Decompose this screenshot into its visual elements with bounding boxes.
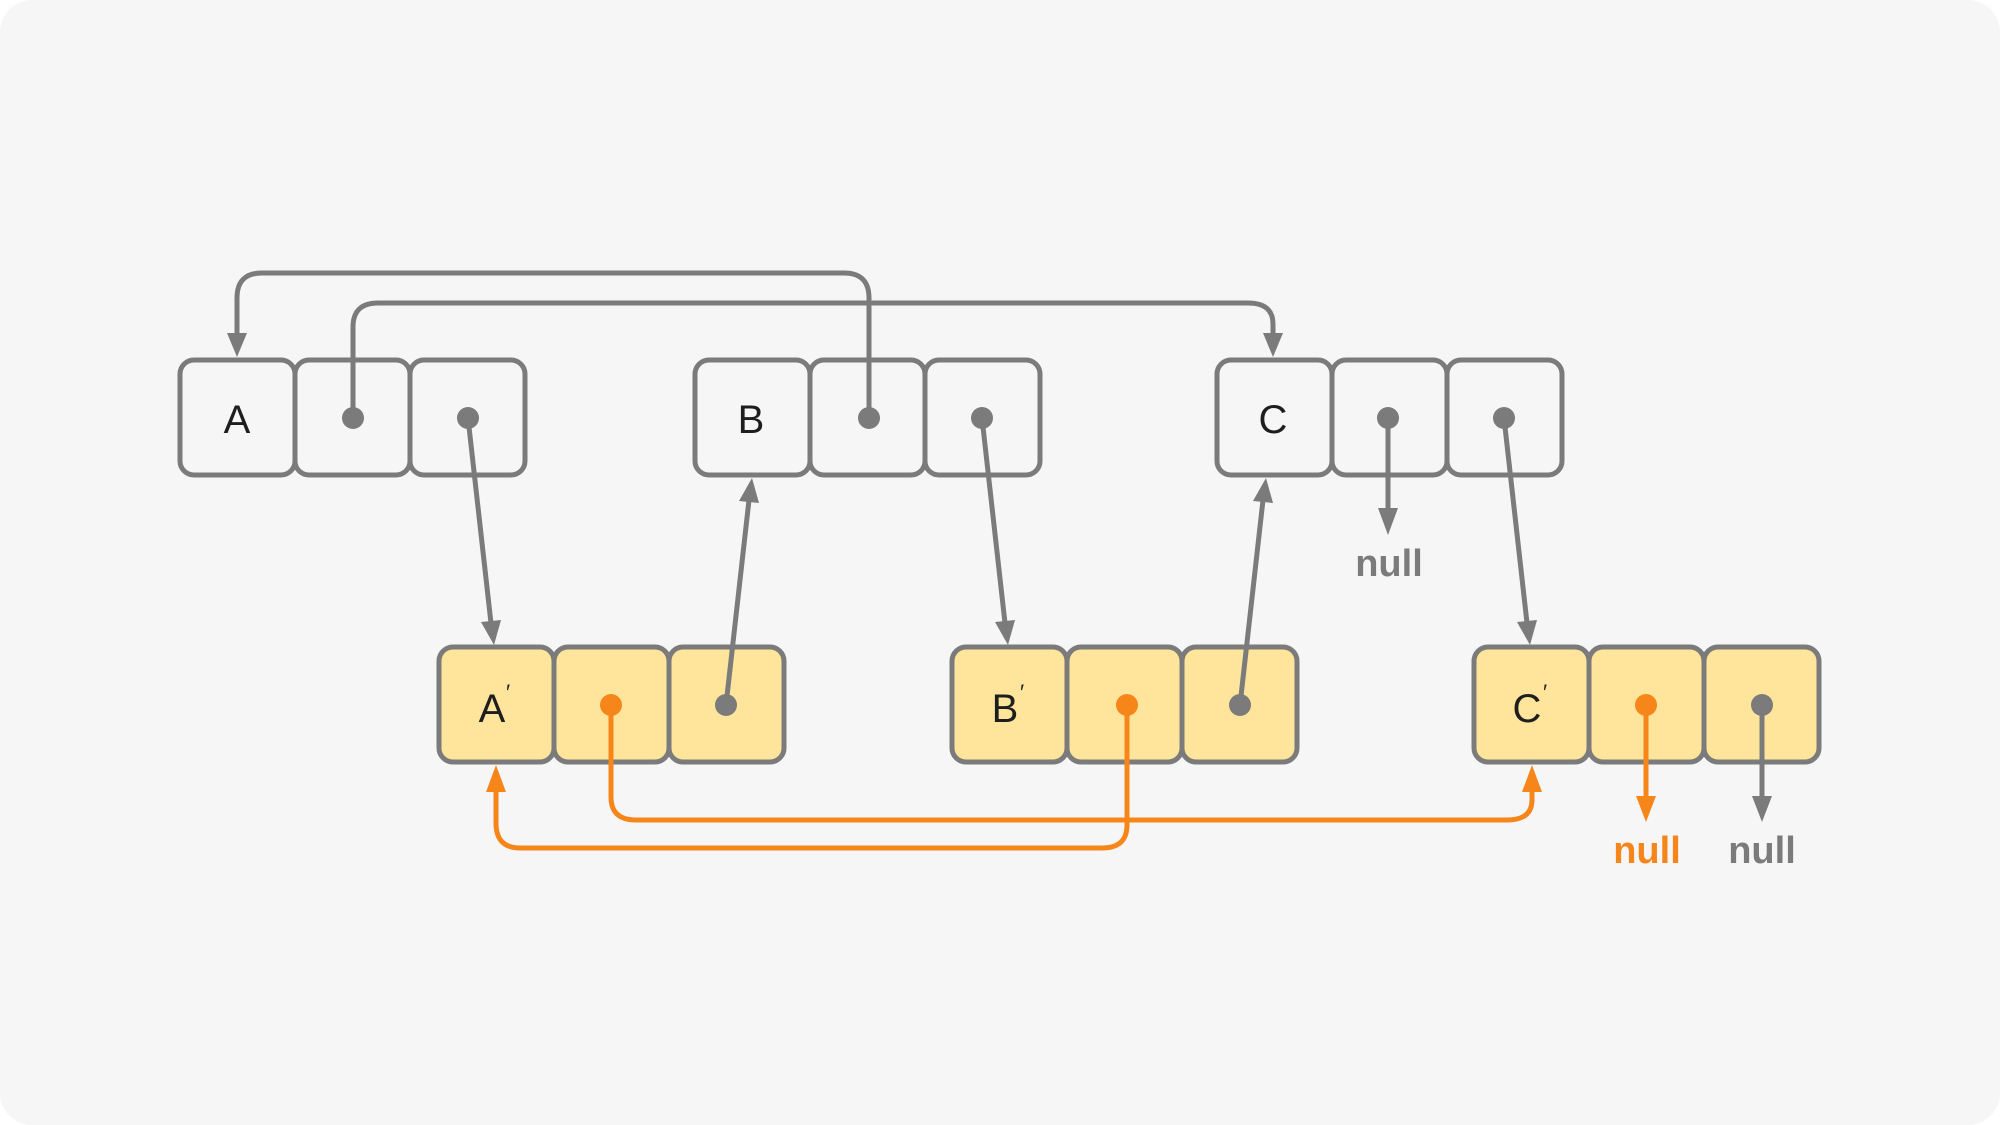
node-a-copy-prime-mark: ′	[506, 680, 510, 705]
node-c-next-dot	[1493, 407, 1515, 429]
node-b-copy-random-dot	[1116, 694, 1138, 716]
node-a-next-dot	[457, 407, 479, 429]
edge-b-copy-next-to-c	[1237, 497, 1266, 708]
node-c-random-dot	[1377, 407, 1399, 429]
edge-c-next-to-c-copy	[1501, 415, 1530, 626]
node-b-random-dot	[858, 407, 880, 429]
arrowhead-to-b	[739, 478, 759, 503]
arrowhead-to-c-copy-orange	[1522, 765, 1542, 792]
null-label-c-copy-random: null	[1613, 830, 1681, 872]
arrowhead-to-c-copy	[1517, 620, 1537, 645]
node-c-copy-prime-mark: ′	[1543, 680, 1547, 705]
arrowhead-c-copy-next-null	[1752, 796, 1772, 822]
edge-a-copy-random-to-c-copy	[608, 702, 1535, 823]
edge-b-random-to-a	[234, 270, 872, 421]
arrowhead-c-copy-random-null	[1636, 796, 1656, 822]
arrowhead-c-null	[1378, 508, 1398, 535]
null-label-c: null	[1355, 543, 1423, 585]
arrowhead-to-a-copy	[481, 620, 501, 645]
node-a-label: A	[224, 398, 251, 442]
edge-a-random-to-c	[350, 300, 1276, 421]
node-b-label: B	[738, 398, 765, 442]
edge-a-next-to-a-copy	[465, 415, 494, 626]
node-c-copy-random-dot	[1635, 694, 1657, 716]
node-b-copy-label: B	[992, 687, 1019, 731]
node-b-copy-next-dot	[1229, 694, 1251, 716]
node-c-copy-label: C	[1513, 687, 1542, 731]
node-a: A	[177, 357, 528, 478]
node-a-copy-random-dot	[600, 694, 622, 716]
arrowhead-to-c	[1263, 333, 1283, 357]
null-label-c-copy-next: null	[1728, 830, 1796, 872]
arrowhead-to-a	[227, 333, 247, 357]
node-a-copy-label: A	[479, 687, 506, 731]
node-a-random-dot	[342, 407, 364, 429]
node-c-copy-next-dot	[1751, 694, 1773, 716]
edge-a-copy-next-to-b	[723, 497, 752, 708]
node-b: B	[692, 357, 1043, 478]
node-c-label: C	[1259, 398, 1288, 442]
arrowhead-to-a-copy-orange	[486, 765, 506, 792]
edge-b-next-to-b-copy	[979, 415, 1008, 626]
arrowhead-to-c-from-b-copy	[1253, 478, 1273, 503]
arrowhead-to-b-copy	[995, 620, 1015, 645]
edge-b-copy-random-to-a-copy	[493, 702, 1130, 851]
node-b-copy-prime-mark: ′	[1020, 680, 1024, 705]
node-a-copy-next-dot	[715, 694, 737, 716]
node-b-next-dot	[971, 407, 993, 429]
